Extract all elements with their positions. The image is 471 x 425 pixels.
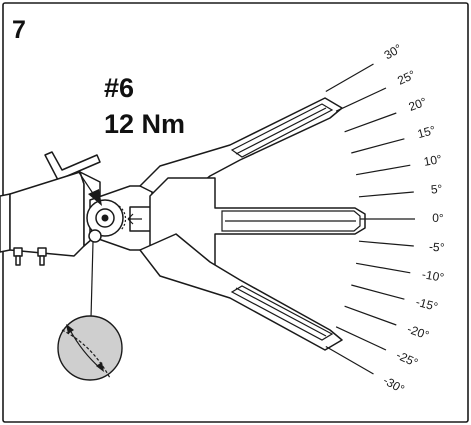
angle-label: 15° bbox=[416, 123, 437, 141]
middle-arm bbox=[127, 177, 366, 269]
pivot-housing bbox=[86, 185, 153, 251]
fastener-number: #6 bbox=[104, 73, 134, 103]
angle-tick-line bbox=[344, 112, 397, 133]
angle-tick-line bbox=[355, 262, 411, 274]
angle-tick-line bbox=[358, 191, 414, 198]
angle-tick-line bbox=[344, 305, 397, 326]
angle-tick-line bbox=[351, 138, 405, 154]
detail-leader-line bbox=[90, 241, 94, 319]
angle-label: -10° bbox=[421, 267, 445, 285]
angle-label: -15° bbox=[414, 295, 439, 314]
arrow-pointer-icon bbox=[77, 170, 102, 206]
angle-tick-line bbox=[335, 326, 387, 351]
torque-value: 12 Nm bbox=[104, 109, 185, 139]
angle-tick-line bbox=[325, 345, 374, 375]
lower-arm bbox=[139, 233, 343, 351]
angle-label: 5° bbox=[430, 182, 443, 197]
angle-tick-line bbox=[358, 240, 414, 247]
angle-label: 20° bbox=[407, 95, 429, 114]
step-number: 7 bbox=[12, 16, 26, 44]
angle-label: 10° bbox=[423, 152, 444, 169]
angle-tick-line bbox=[355, 164, 411, 176]
angle-tick-line bbox=[335, 87, 387, 112]
angle-label: -5° bbox=[428, 240, 445, 255]
angle-label: 0° bbox=[432, 211, 444, 225]
detail-magnifier bbox=[57, 315, 123, 381]
rotation-arrow-icon bbox=[66, 324, 104, 372]
angle-tick-line bbox=[351, 284, 405, 300]
angle-tick-line bbox=[325, 63, 374, 93]
